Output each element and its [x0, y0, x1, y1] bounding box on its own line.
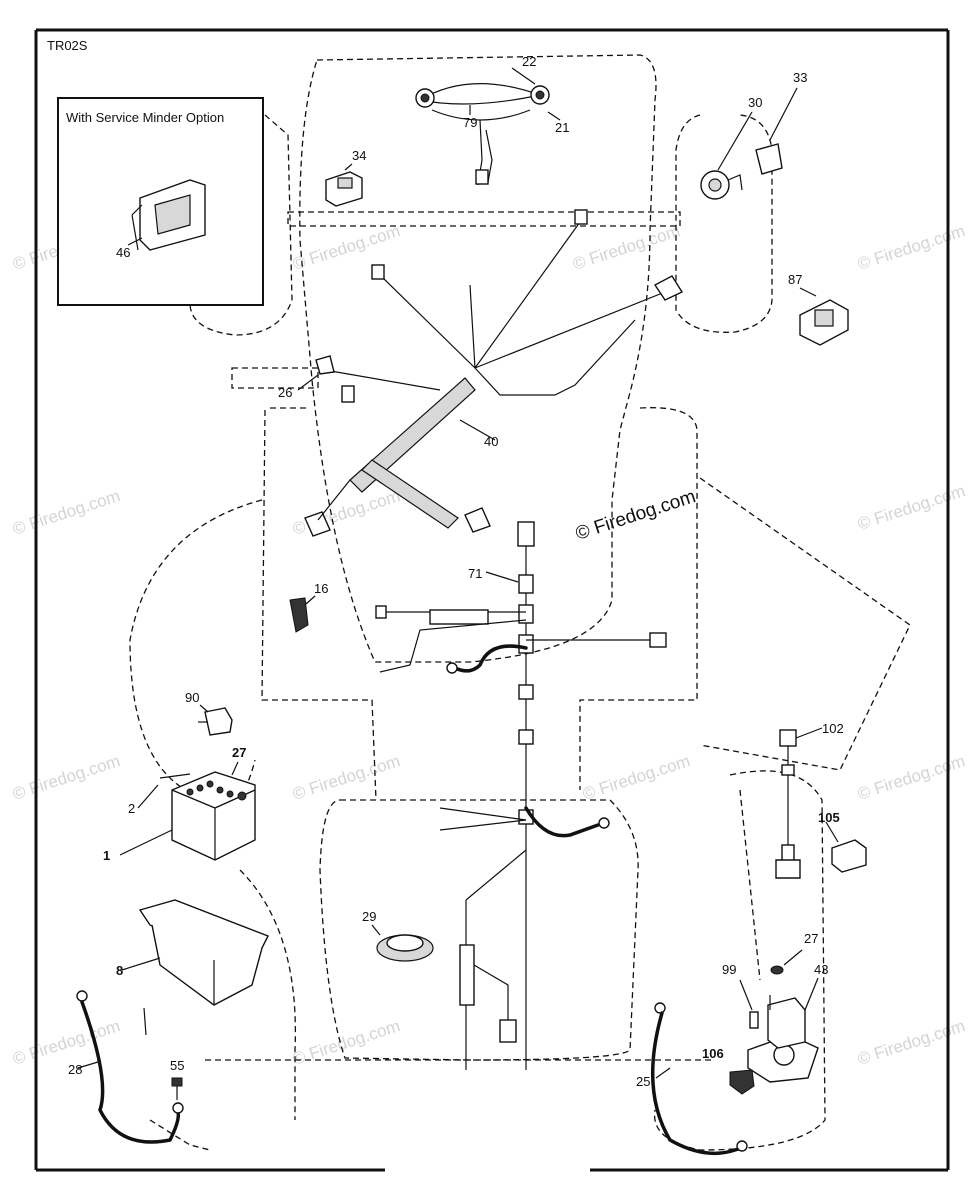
- watermark-text: © Firedog.com: [290, 221, 402, 274]
- terminal-106: [729, 1069, 755, 1095]
- watermark-text: © Firedog.com: [580, 751, 692, 804]
- starter-cable-25: [650, 1002, 748, 1156]
- watermark-text: © Firedog.com: [290, 751, 402, 804]
- service-minder-module: [127, 179, 206, 251]
- switch-87: [799, 287, 849, 346]
- callout-16: 16: [314, 581, 328, 596]
- callout-25: 25: [636, 1074, 650, 1089]
- callout-102: 102: [822, 721, 844, 736]
- callout-30: 30: [748, 95, 762, 110]
- callout-105: 105: [818, 810, 840, 825]
- callout-22: 22: [522, 54, 536, 69]
- callout-87: 87: [788, 272, 802, 287]
- diagram-frame: [34, 28, 950, 1172]
- callout-33: 33: [793, 70, 807, 85]
- bolt-55: [143, 1007, 183, 1100]
- bolt-99: [739, 979, 759, 1029]
- horn-29: [371, 924, 434, 962]
- battery-tray-8: [121, 899, 269, 1006]
- harness-71: [375, 521, 667, 1070]
- callout-79: 79: [463, 115, 477, 130]
- relay-16: [289, 595, 316, 633]
- callout-55: 55: [170, 1058, 184, 1073]
- callout-28: 28: [68, 1062, 82, 1077]
- watermark-text: © Firedog.com: [10, 486, 122, 539]
- leader-26: [297, 374, 319, 391]
- callout-43: 43: [814, 962, 828, 977]
- callout-2: 2: [128, 801, 135, 816]
- callout-90: 90: [185, 690, 199, 705]
- switch-105: [825, 821, 867, 873]
- leader-27: [231, 761, 239, 776]
- callout-99: 99: [722, 962, 736, 977]
- watermark-text: © Firedog.com: [855, 481, 967, 534]
- callout-71: 71: [468, 566, 482, 581]
- watermark-text: © Firedog.com: [570, 221, 682, 274]
- callout-40: 40: [484, 434, 498, 449]
- main-harness-40: [304, 209, 684, 537]
- key-33: [755, 87, 798, 175]
- watermark-text: © Firedog.com: [855, 751, 967, 804]
- callout-27: 27: [232, 745, 246, 760]
- switch-102: [775, 727, 823, 879]
- callout-26: 26: [278, 385, 292, 400]
- switch-34: [325, 163, 363, 207]
- callout-27b: 27: [804, 931, 818, 946]
- callout-8: 8: [116, 963, 123, 978]
- callout-46: 46: [116, 245, 130, 260]
- watermark-text: © Firedog.com: [290, 1016, 402, 1069]
- inset-title: With Service Minder Option: [66, 110, 224, 125]
- headlight-harness: [415, 67, 561, 186]
- callout-21: 21: [555, 120, 569, 135]
- callout-34: 34: [352, 148, 366, 163]
- callout-1: 1: [103, 848, 110, 863]
- watermark-text: © Firedog.com: [290, 486, 402, 539]
- watermark-text: © Firedog.com: [10, 751, 122, 804]
- ignition-switch-30: [700, 111, 753, 200]
- leader-2: [137, 784, 159, 809]
- starter-solenoid-43: [747, 949, 819, 1083]
- battery-cable-28: [76, 990, 184, 1144]
- diagram-code: TR02S: [47, 38, 88, 53]
- solenoid-90: [198, 704, 233, 736]
- firedog-watermark: © Firedog.com: [573, 486, 698, 545]
- watermark-text: © Firedog.com: [855, 221, 967, 274]
- callout-106: 106: [702, 1046, 724, 1061]
- callout-29: 29: [362, 909, 376, 924]
- battery-1: [119, 771, 256, 861]
- watermark-text: © Firedog.com: [855, 1016, 967, 1069]
- watermark-text: © Firedog.com: [10, 1016, 122, 1069]
